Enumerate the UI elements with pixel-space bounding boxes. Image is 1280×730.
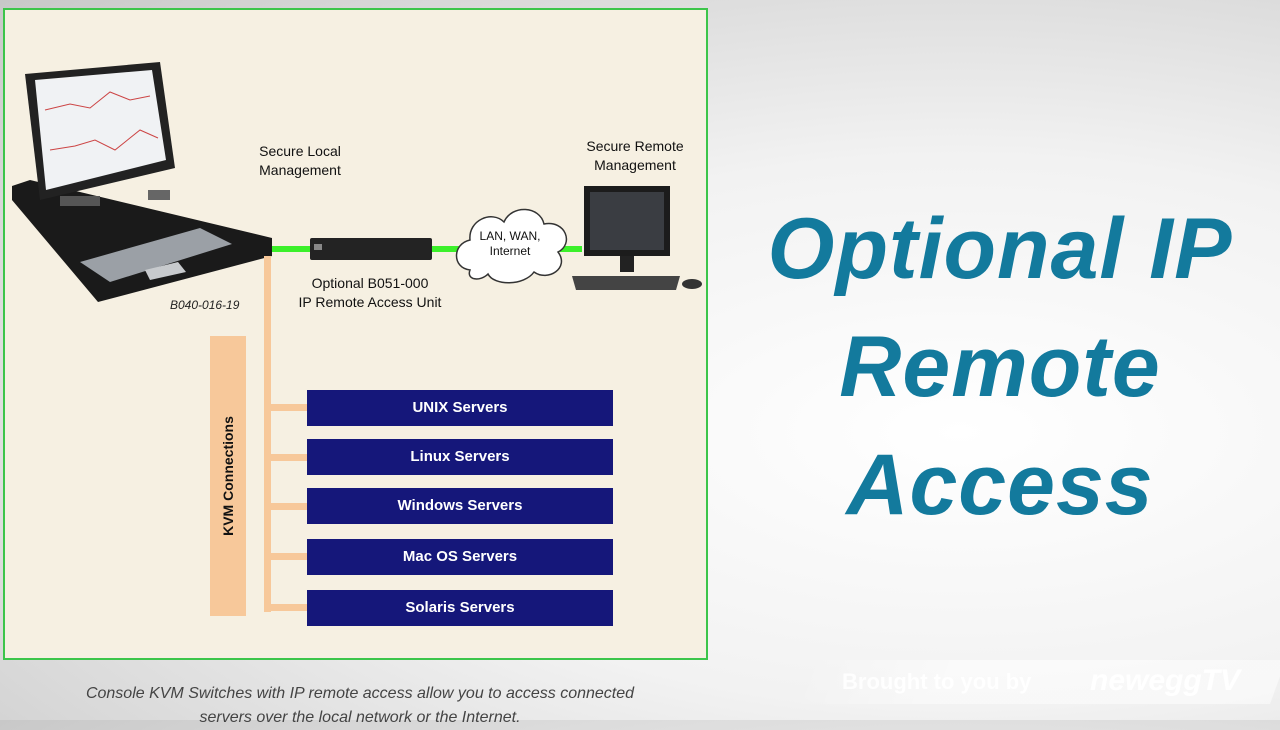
server-box-linux: Linux Servers bbox=[307, 439, 613, 475]
kvm-connections-bar: KVM Connections bbox=[210, 336, 246, 616]
kvm-connections-label: KVM Connections bbox=[220, 416, 236, 536]
heading-line-2: Remote bbox=[839, 319, 1161, 415]
secure-remote-label: Secure Remote Management bbox=[586, 138, 684, 173]
newegg-tv-logo: neweggTV bbox=[1090, 664, 1241, 697]
kvm-branch bbox=[264, 454, 326, 461]
kvm-branch bbox=[264, 553, 326, 560]
kvm-branch bbox=[264, 503, 326, 510]
remote-unit-label: Optional B051-000 IP Remote Access Unit bbox=[298, 275, 442, 310]
diagram-artwork bbox=[12, 62, 702, 302]
console-model-label: B040-016-19 bbox=[170, 298, 240, 312]
branding-text: Brought to you by bbox=[842, 669, 1032, 694]
server-box-windows: Windows Servers bbox=[307, 488, 613, 524]
remote-access-unit-icon bbox=[310, 238, 432, 260]
server-box-unix: UNIX Servers bbox=[307, 390, 613, 426]
heading-line-3: Access bbox=[846, 437, 1154, 533]
monitor-icon bbox=[572, 186, 702, 290]
secure-local-label: Secure Local Management bbox=[259, 143, 341, 178]
server-box-solaris: Solaris Servers bbox=[307, 590, 613, 626]
network-label: LAN, WAN, Internet bbox=[479, 229, 541, 258]
server-box-macos: Mac OS Servers bbox=[307, 539, 613, 575]
caption: Console KVM Switches with IP remote acce… bbox=[85, 685, 635, 726]
kvm-branch bbox=[264, 404, 326, 411]
heading-line-1: Optional IP bbox=[767, 201, 1233, 297]
kvm-bus-vertical bbox=[264, 256, 271, 612]
cloud-icon bbox=[455, 208, 568, 284]
slide-heading: Optional IP Remote Access bbox=[720, 190, 1280, 544]
kvm-branch bbox=[264, 604, 326, 611]
rack-console-icon bbox=[12, 62, 272, 302]
